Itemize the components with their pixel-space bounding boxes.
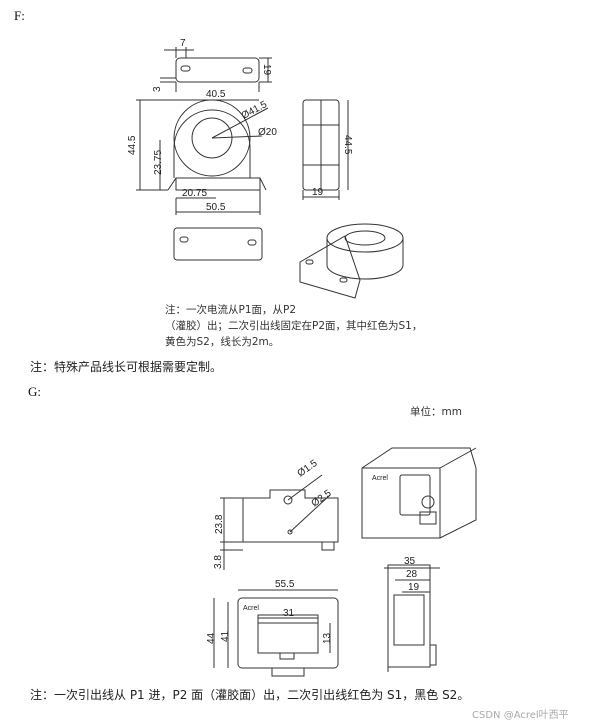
f-base — [175, 177, 261, 191]
f-dim-phi41-5: Ø41.5 — [240, 99, 270, 122]
drawing-g: Ø1.5 Ø2.5 23.8 3.8 55.5 31 13 44 41 35 2… — [206, 447, 477, 677]
f-note-line-1: 注：一次电流从P1面，从P2 — [165, 304, 297, 316]
drawing-f: 7 19 3 40.5 Ø41.5 Ø20 44.5 23.75 20.75 5… — [127, 38, 404, 299]
mid-note: 注：特殊产品线长可根据需要定制。 — [30, 360, 223, 374]
f-top-plate — [175, 57, 260, 83]
g-front-logo: Acrel — [243, 605, 259, 612]
f-dim-44-5-left: 44.5 — [127, 135, 138, 155]
g-3d-logo: Acrel — [372, 475, 388, 482]
g-front-window — [257, 622, 319, 654]
f-dim-44-5-right: 44.5 — [342, 135, 353, 155]
g-dim-28: 28 — [406, 569, 418, 580]
section-f-label: F: — [14, 8, 25, 23]
f-note-line-3: 黄色为S2，线长为2m。 — [165, 336, 280, 348]
section-g-label: G: — [28, 384, 41, 399]
g-dim-41: 41 — [220, 630, 231, 642]
f-note: 注：一次电流从P1面，从P2 （灌胶）出；二次引出线固定在P2面，其中红色为S1… — [165, 302, 465, 350]
g-dim-23-8: 23.8 — [214, 514, 225, 534]
f-dim-40-5: 40.5 — [206, 89, 226, 100]
g-dim-31: 31 — [283, 608, 295, 619]
g-dim-phi2-5: Ø2.5 — [310, 488, 334, 510]
g-dim-19: 19 — [408, 582, 420, 593]
f-dim-20-75: 20.75 — [182, 188, 207, 199]
f-dim-19-top: 19 — [261, 64, 272, 76]
g-dim-44: 44 — [206, 632, 217, 644]
f-dim-19-side: 19 — [312, 187, 324, 198]
f-ring-outline — [173, 109, 251, 178]
g-dim-35: 35 — [404, 556, 416, 567]
f-bottom-plate — [173, 227, 263, 261]
g-unit-label: 单位：mm — [410, 406, 462, 418]
f-dim-23-75: 23.75 — [153, 150, 164, 175]
f-dim-7: 7 — [180, 38, 186, 49]
f-dim-50-5: 50.5 — [206, 202, 226, 213]
g-dim-3-8: 3.8 — [213, 555, 224, 569]
watermark: CSDN @Acrel叶西平 — [472, 710, 569, 721]
g-3d-body — [361, 447, 477, 539]
f-iso-plate — [299, 235, 361, 299]
g-dim-phi1-5: Ø1.5 — [296, 458, 320, 480]
g-dim-13: 13 — [322, 632, 333, 644]
f-note-line-2: （灌胶）出；二次引出线固定在P2面，其中红色为S1， — [165, 320, 423, 332]
g-dim-55-5: 55.5 — [275, 579, 295, 590]
f-dim-3: 3 — [152, 86, 163, 92]
g-top-profile — [242, 489, 339, 543]
g-note: 注：一次引出线从 P1 进，P2 面（灌胶面）出，二次引出线红色为 S1，黑色 … — [30, 688, 470, 702]
f-dim-phi20: Ø20 — [258, 127, 277, 138]
